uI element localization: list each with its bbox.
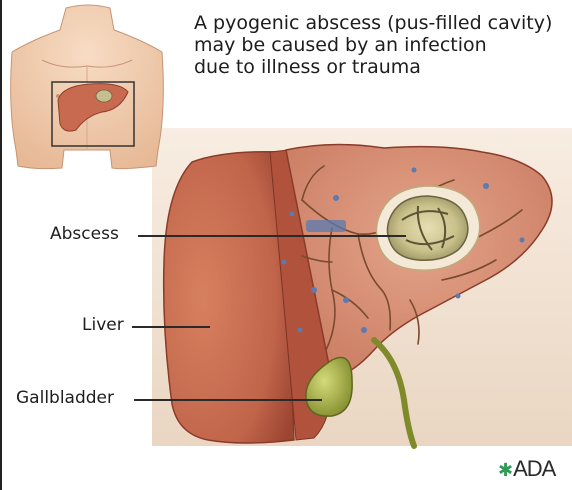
caption-line-3: due to illness or trauma	[194, 56, 572, 78]
leader-gallbladder	[134, 399, 322, 401]
label-liver: Liver	[82, 315, 124, 335]
torso-inset	[11, 5, 164, 169]
star-icon: ✱	[498, 460, 512, 480]
label-gallbladder: Gallbladder	[16, 388, 114, 408]
brand-text: ADA	[513, 456, 555, 481]
leader-abscess	[138, 235, 406, 237]
caption-line-2: may be caused by an infection	[194, 34, 572, 56]
leader-liver	[132, 326, 210, 328]
caption-line-1: A pyogenic abscess (pus-filled cavity)	[194, 12, 572, 34]
caption-text: A pyogenic abscess (pus-filled cavity) m…	[194, 12, 572, 78]
brand-logo: ✱ADA	[498, 456, 555, 482]
label-abscess: Abscess	[50, 224, 119, 244]
abscess-cavity	[376, 186, 479, 270]
